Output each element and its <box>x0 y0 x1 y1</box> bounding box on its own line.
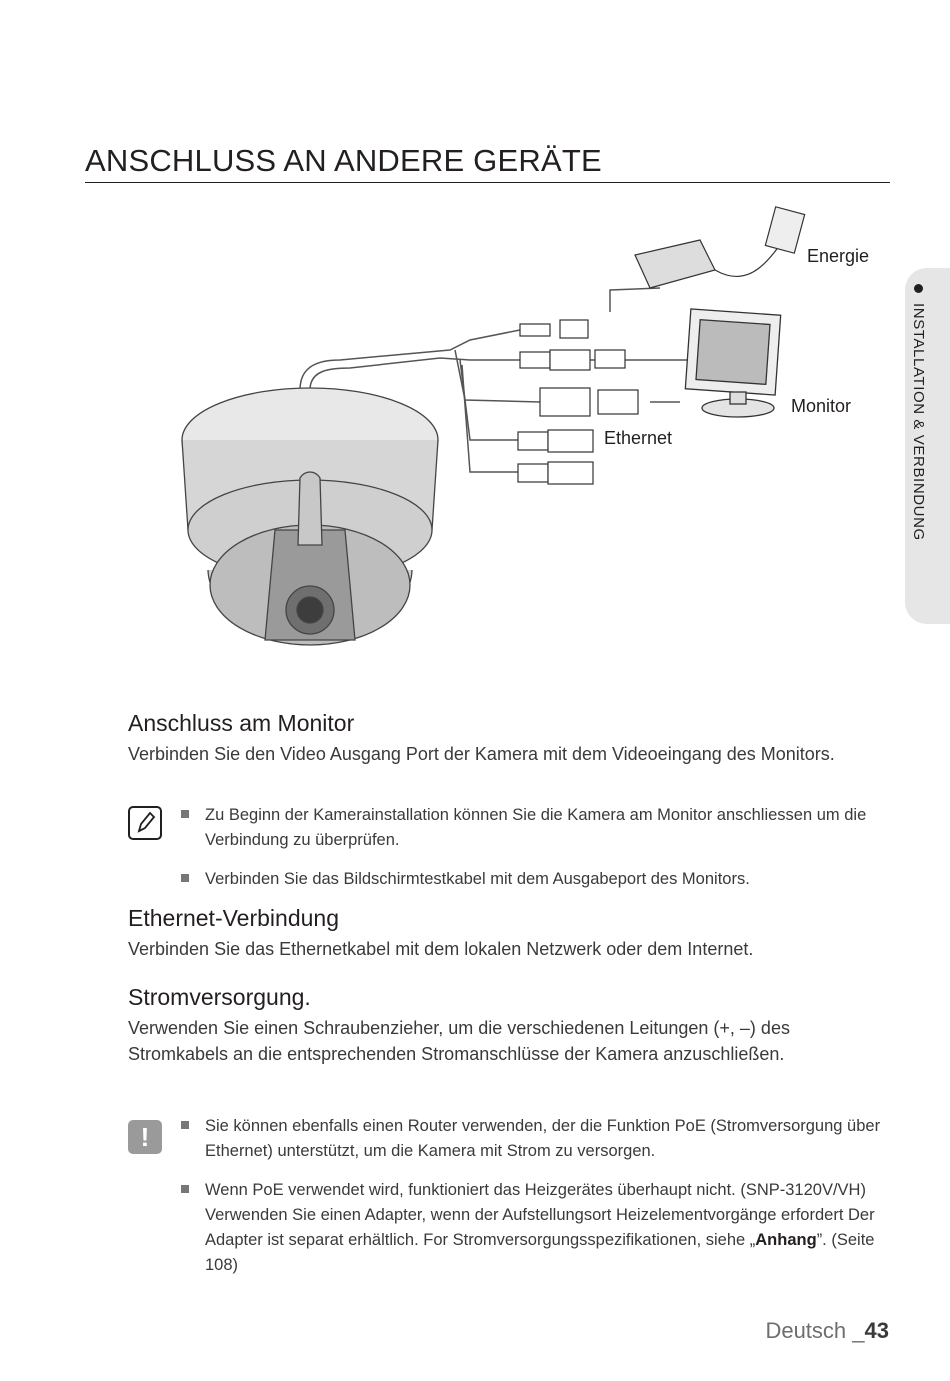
note-list: Zu Beginn der Kamerainstallation können … <box>180 803 890 906</box>
section-body: Verwenden Sie einen Schraubenzieher, um … <box>128 1018 790 1064</box>
camera-connection-illustration <box>181 206 806 646</box>
section-monitor: Anschluss am Monitor Verbinden Sie den V… <box>128 710 888 767</box>
warning-item: Wenn PoE verwendet wird, funktioniert da… <box>180 1178 890 1278</box>
bullet-dot-icon <box>914 284 924 293</box>
connection-diagram: Energie Monitor Ethernet <box>170 200 870 690</box>
note-item: Zu Beginn der Kamerainstallation können … <box>180 803 890 853</box>
title-divider <box>85 182 890 183</box>
pencil-note-icon <box>128 806 162 840</box>
warning-text-end: ”. (Seite 108) <box>205 1231 875 1274</box>
footer-language: Deutsch _ <box>765 1318 865 1343</box>
section-heading: Stromversorgung. <box>128 984 311 1010</box>
warning-symbol: ! <box>140 1122 150 1152</box>
page-footer: Deutsch _43 <box>765 1318 889 1344</box>
chapter-label: INSTALLATION & VERBINDUNG <box>910 303 927 541</box>
page-number: 43 <box>864 1318 889 1343</box>
page-title: ANSCHLUSS AN ANDERE GERÄTE <box>85 143 602 178</box>
power-label: Energie <box>807 246 870 266</box>
section-ethernet: Ethernet-Verbindung Verbinden Sie das Et… <box>128 905 888 962</box>
warning-item: Sie können ebenfalls einen Router verwen… <box>180 1114 890 1164</box>
ethernet-label: Ethernet <box>604 428 673 448</box>
chapter-side-tab[interactable]: INSTALLATION & VERBINDUNG <box>905 268 950 624</box>
section-body: Verbinden Sie den Video Ausgang Port der… <box>128 744 835 764</box>
section-heading: Anschluss am Monitor <box>128 710 355 736</box>
monitor-label: Monitor <box>791 396 852 416</box>
section-heading: Ethernet-Verbindung <box>128 905 339 931</box>
section-power: Stromversorgung. Verwenden Sie einen Sch… <box>128 984 888 1067</box>
note-item: Verbinden Sie das Bildschirmtestkabel mi… <box>180 867 890 892</box>
appendix-link[interactable]: Anhang <box>755 1231 817 1249</box>
warning-text: Wenn PoE verwendet wird, funktioniert da… <box>205 1181 875 1249</box>
exclamation-icon: ! <box>128 1120 162 1154</box>
section-body: Verbinden Sie das Ethernetkabel mit dem … <box>128 939 754 959</box>
warning-list: Sie können ebenfalls einen Router verwen… <box>180 1114 890 1292</box>
